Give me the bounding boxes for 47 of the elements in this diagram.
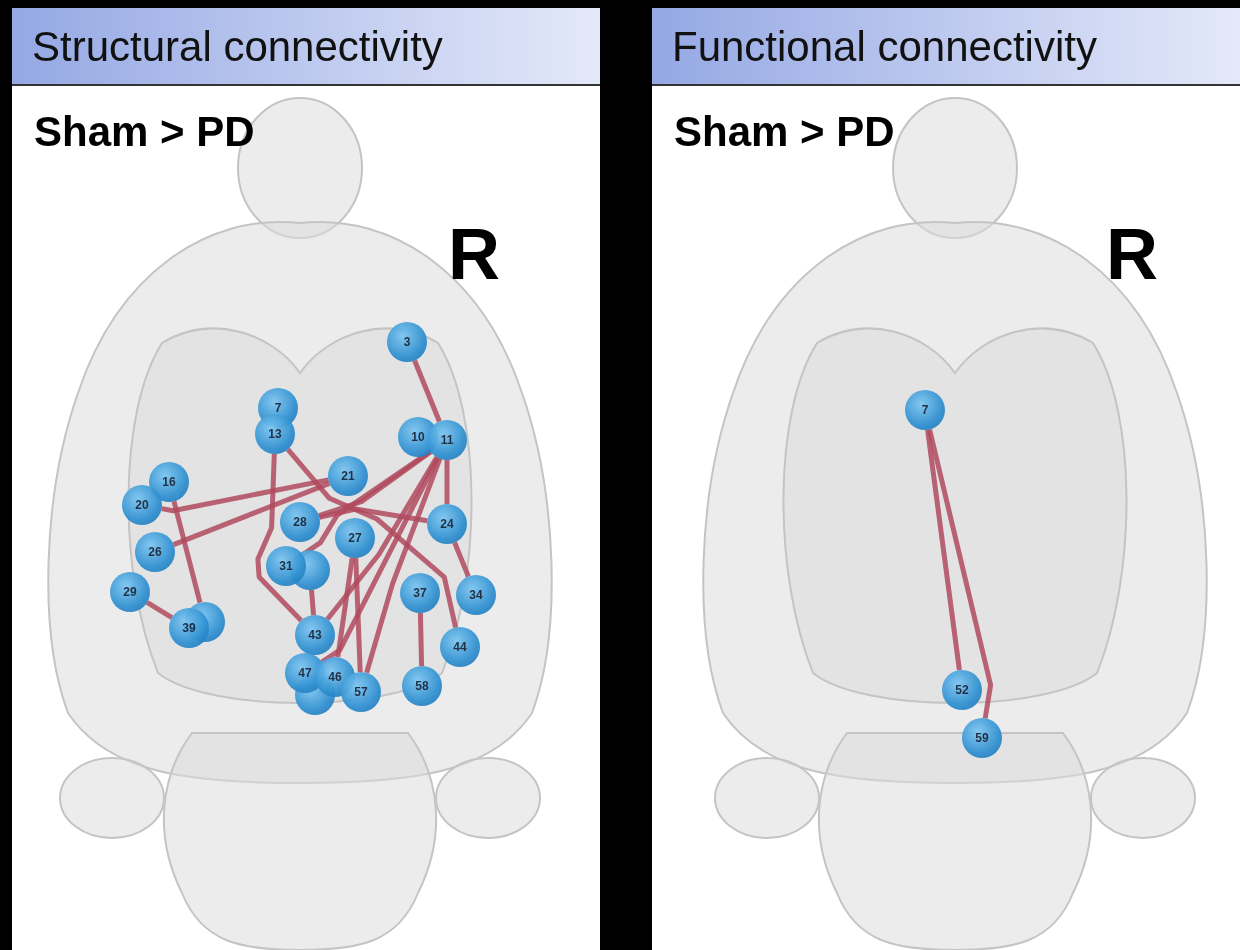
connection-line bbox=[925, 429, 962, 671]
region-sphere: 37 bbox=[400, 573, 440, 613]
region-sphere: 59 bbox=[962, 718, 1002, 758]
region-sphere: 11 bbox=[427, 420, 467, 460]
connection-line bbox=[171, 500, 203, 604]
connection-line bbox=[452, 541, 471, 578]
connection-line bbox=[318, 506, 428, 524]
region-sphere: 43 bbox=[295, 615, 335, 655]
region-sphere: 44 bbox=[440, 627, 480, 667]
connection-line bbox=[161, 477, 329, 514]
connection-line bbox=[145, 600, 174, 620]
panel-title: Structural connectivity bbox=[12, 8, 600, 86]
region-sphere: 13 bbox=[255, 414, 295, 454]
region-sphere: 21 bbox=[328, 456, 368, 496]
connection-line bbox=[255, 453, 303, 623]
panel bbox=[12, 8, 600, 950]
connection-line bbox=[309, 589, 316, 616]
panel-title: Functional connectivity bbox=[652, 8, 1240, 86]
region-sphere: 52 bbox=[942, 670, 982, 710]
region-sphere: 26 bbox=[135, 532, 175, 572]
region-sphere: 24 bbox=[427, 504, 467, 544]
region-sphere: 20 bbox=[122, 485, 162, 525]
region-sphere: 28 bbox=[280, 502, 320, 542]
connection-line bbox=[364, 457, 443, 674]
region-sphere: 34 bbox=[456, 575, 496, 615]
connection-line bbox=[417, 612, 425, 667]
connection-line bbox=[927, 428, 994, 719]
region-sphere: 29 bbox=[110, 572, 150, 612]
connection-line bbox=[335, 557, 355, 658]
region-sphere: 58 bbox=[402, 666, 442, 706]
panel-subtitle: Sham > PD bbox=[34, 108, 255, 156]
region-sphere: 57 bbox=[341, 672, 381, 712]
connection-line bbox=[412, 359, 442, 423]
connection-line bbox=[353, 557, 363, 673]
connection-line bbox=[172, 480, 331, 548]
region-sphere: 27 bbox=[335, 518, 375, 558]
region-sphere: 7 bbox=[905, 390, 945, 430]
side-marker: R bbox=[1106, 213, 1158, 295]
region-sphere: 31 bbox=[266, 546, 306, 586]
region-sphere: 16 bbox=[149, 462, 189, 502]
panel-subtitle: Sham > PD bbox=[674, 108, 895, 156]
region-sphere: 39 bbox=[169, 608, 209, 648]
side-marker: R bbox=[448, 213, 500, 295]
region-sphere: 3 bbox=[387, 322, 427, 362]
connection-line bbox=[286, 447, 459, 629]
panel bbox=[652, 8, 1240, 950]
connection-line bbox=[444, 460, 450, 504]
